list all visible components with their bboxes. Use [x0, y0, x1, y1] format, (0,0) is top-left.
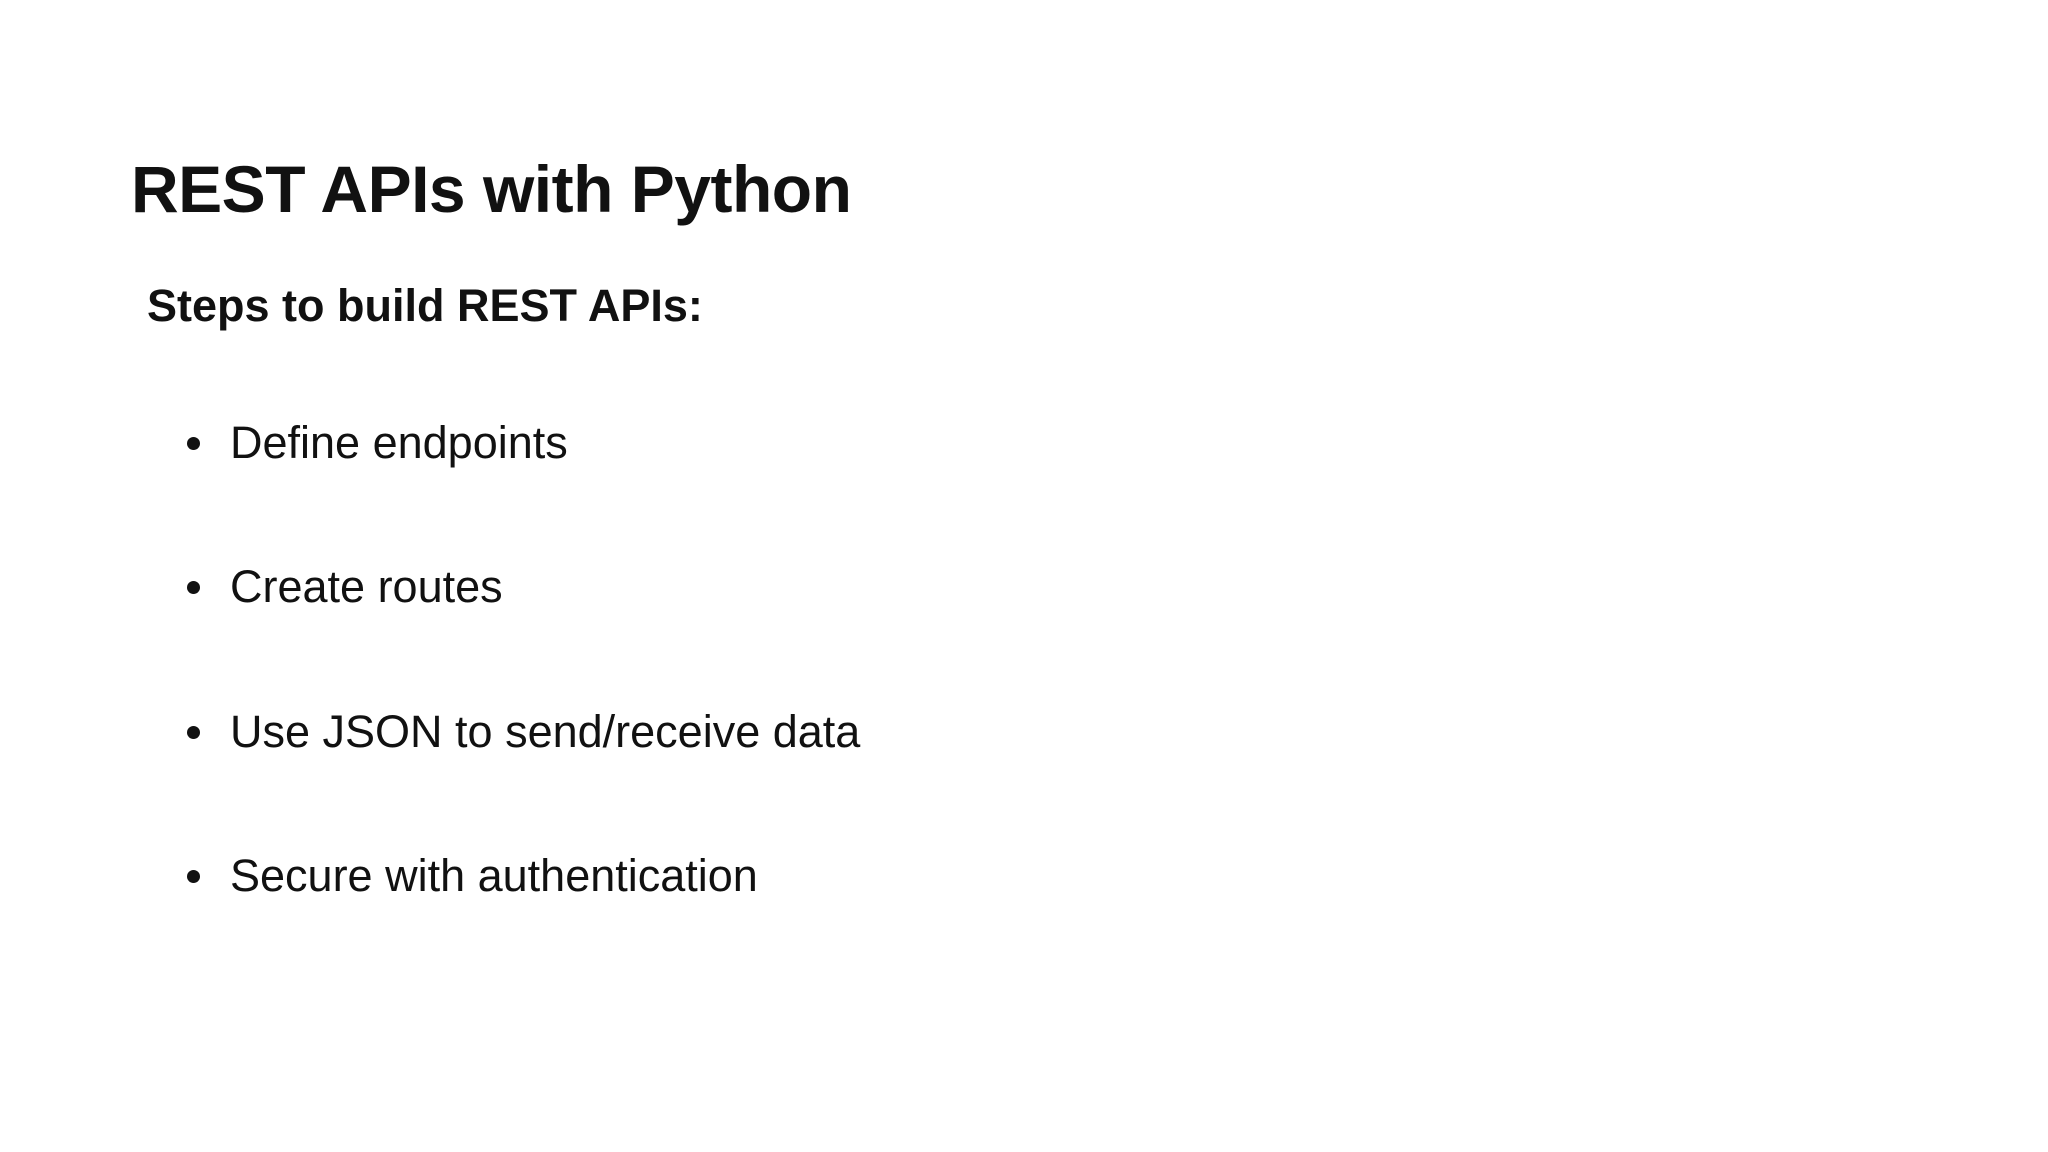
list-item: Create routes	[131, 561, 1831, 613]
list-item-label: Create routes	[230, 561, 503, 613]
bullet-dot-icon	[187, 869, 200, 883]
list-item-label: Define endpoints	[230, 416, 568, 468]
slide-content-body: Steps to build REST APIs: Define endpoin…	[131, 280, 1831, 901]
bullet-dot-icon	[187, 725, 200, 739]
list-item-label: Use JSON to send/receive data	[230, 705, 861, 757]
list-item: Secure with authentication	[131, 849, 1831, 901]
bullet-dot-icon	[187, 436, 200, 450]
list-item: Use JSON to send/receive data	[131, 705, 1831, 757]
bullet-dot-icon	[187, 581, 200, 595]
section-heading: Steps to build REST APIs:	[147, 280, 703, 331]
slide-title: REST APIs with Python	[131, 152, 852, 227]
list-item: Define endpoints	[131, 416, 1831, 468]
steps-bullet-list: Define endpoints Create routes Use JSON …	[131, 416, 1831, 902]
list-item-label: Secure with authentication	[230, 849, 758, 901]
